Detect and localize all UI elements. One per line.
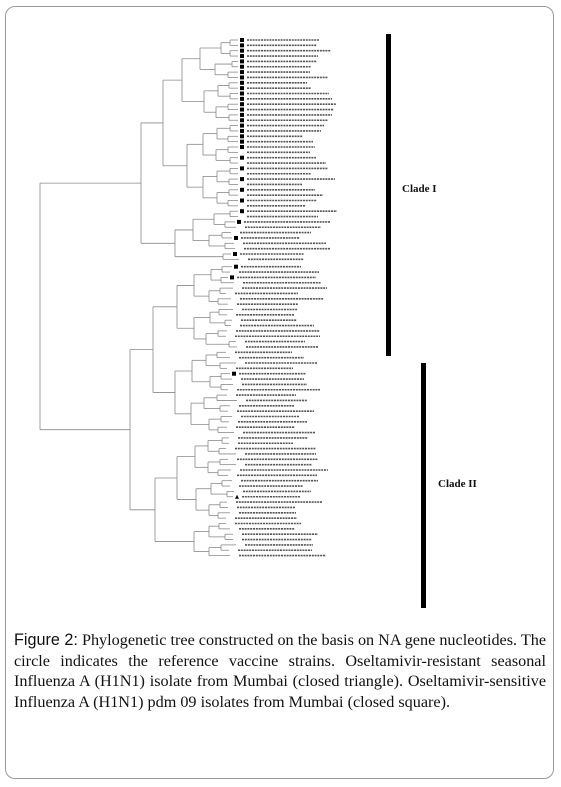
closed-square-marker bbox=[240, 70, 244, 75]
closed-square-marker bbox=[240, 118, 244, 123]
closed-square-marker bbox=[240, 91, 244, 96]
closed-square-marker bbox=[232, 371, 236, 376]
figure-label: Figure 2: bbox=[14, 631, 78, 649]
closed-square-marker bbox=[237, 219, 241, 224]
closed-square-marker bbox=[230, 275, 234, 280]
closed-square-marker bbox=[240, 145, 244, 149]
closed-square-marker bbox=[240, 123, 244, 128]
closed-square-marker bbox=[240, 112, 244, 117]
figure-caption-text: Phylogenetic tree constructed on the bas… bbox=[14, 631, 547, 711]
figure-frame bbox=[5, 6, 554, 779]
closed-square-marker bbox=[240, 139, 244, 144]
closed-square-marker bbox=[240, 75, 244, 80]
closed-square-marker bbox=[240, 102, 244, 107]
clade-2-group: Clade II bbox=[421, 363, 477, 608]
tree-branches bbox=[39, 39, 239, 556]
closed-square-marker bbox=[240, 155, 244, 160]
closed-square-marker bbox=[240, 54, 244, 59]
closed-square-marker bbox=[234, 264, 238, 269]
closed-square-marker bbox=[240, 86, 244, 91]
closed-square-marker bbox=[240, 128, 244, 133]
clade-1-bar bbox=[386, 34, 391, 356]
closed-square-marker bbox=[240, 209, 244, 214]
clade-1-label: Clade I bbox=[402, 183, 437, 195]
clade-2-bar bbox=[421, 363, 426, 608]
closed-square-marker bbox=[240, 43, 244, 48]
phylogenetic-tree: Clade I Clade II bbox=[39, 34, 477, 608]
closed-square-marker bbox=[240, 59, 244, 64]
closed-square-marker bbox=[233, 252, 237, 256]
closed-square-marker bbox=[240, 64, 244, 69]
figure-caption: Figure 2: Phylogenetic tree constructed … bbox=[14, 630, 546, 712]
closed-square-marker bbox=[234, 235, 238, 240]
closed-triangle-marker bbox=[235, 494, 239, 499]
closed-square-marker bbox=[240, 80, 244, 85]
closed-square-marker bbox=[240, 107, 244, 112]
closed-square-marker bbox=[240, 134, 244, 139]
closed-square-marker bbox=[240, 177, 244, 182]
clade-1-group: Clade I bbox=[386, 34, 437, 356]
closed-square-marker bbox=[240, 198, 244, 203]
closed-square-marker bbox=[240, 48, 244, 53]
closed-square-marker bbox=[240, 96, 244, 101]
closed-square-marker bbox=[240, 187, 244, 192]
closed-square-marker bbox=[240, 166, 244, 171]
tree-leaves bbox=[230, 38, 337, 557]
closed-square-marker bbox=[240, 38, 244, 42]
clade-2-label: Clade II bbox=[438, 478, 477, 490]
